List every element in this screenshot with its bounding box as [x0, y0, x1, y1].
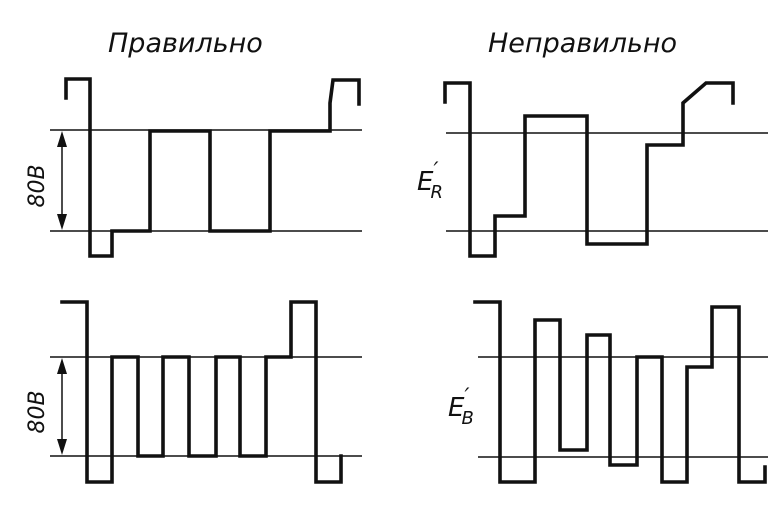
heading-correct: Правильно	[108, 28, 263, 59]
waveform	[473, 300, 767, 484]
signal-label-main: E	[448, 393, 465, 423]
signal-label-prime: ′	[464, 385, 469, 410]
amplitude-label: 80В	[25, 390, 50, 433]
signal-label-sub: R	[430, 182, 443, 203]
panel-bottom-left: 80В	[25, 300, 362, 484]
amplitude-label: 80В	[25, 164, 50, 207]
arrow-up-icon	[57, 131, 67, 147]
panel-top-left: 80В	[25, 77, 362, 258]
panel-bottom-right: E′B	[448, 300, 768, 484]
signal-label-main: E	[417, 167, 434, 197]
signal-label: E′B	[448, 385, 474, 429]
waveform	[443, 81, 735, 258]
heading-incorrect: Неправильно	[488, 28, 677, 59]
panel-top-right: E′R	[417, 81, 768, 258]
signal-label: E′R	[417, 159, 443, 203]
waveform	[64, 77, 361, 258]
signal-label-sub: B	[461, 408, 473, 429]
waveform	[60, 300, 343, 484]
arrow-down-icon	[57, 439, 67, 455]
arrow-up-icon	[57, 358, 67, 374]
arrow-down-icon	[57, 214, 67, 230]
signal-label-prime: ′	[433, 159, 438, 184]
